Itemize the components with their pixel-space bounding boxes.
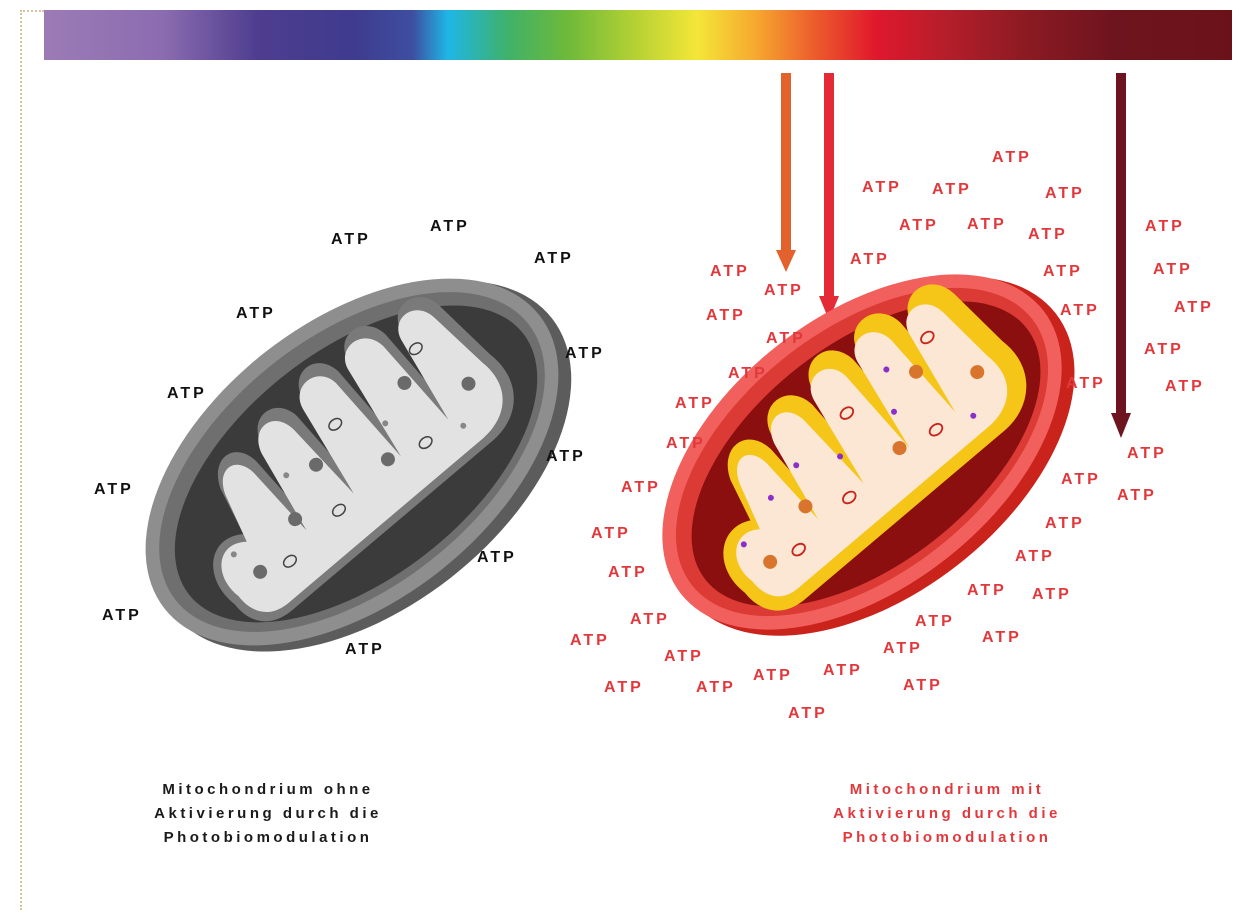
atp-label: ATP	[591, 526, 631, 542]
atp-label: ATP	[1127, 446, 1167, 462]
atp-label: ATP	[1032, 587, 1072, 603]
atp-label: ATP	[675, 396, 715, 412]
atp-label: ATP	[1144, 342, 1184, 358]
atp-label: ATP	[915, 614, 955, 630]
atp-label: ATP	[766, 331, 806, 347]
atp-label: ATP	[728, 366, 768, 382]
atp-label: ATP	[94, 482, 134, 498]
atp-label: ATP	[788, 706, 828, 722]
caption-active: Mitochondrium mit Aktivierung durch die …	[782, 778, 1112, 850]
atp-label: ATP	[565, 346, 605, 362]
atp-label: ATP	[664, 649, 704, 665]
atp-label: ATP	[546, 449, 586, 465]
caption-inactive: Mitochondrium ohne Aktivierung durch die…	[108, 778, 428, 850]
atp-label: ATP	[430, 219, 470, 235]
atp-label: ATP	[883, 641, 923, 657]
atp-label: ATP	[967, 583, 1007, 599]
atp-label: ATP	[1066, 376, 1106, 392]
atp-label: ATP	[1045, 516, 1085, 532]
atp-label: ATP	[823, 663, 863, 679]
atp-label: ATP	[1028, 227, 1068, 243]
atp-label: ATP	[764, 283, 804, 299]
atp-label: ATP	[666, 436, 706, 452]
atp-label: ATP	[706, 308, 746, 324]
atp-label: ATP	[696, 680, 736, 696]
caption-inactive-line1: Mitochondrium ohne	[108, 778, 428, 802]
atp-label: ATP	[621, 480, 661, 496]
atp-label: ATP	[1174, 300, 1214, 316]
atp-label: ATP	[477, 550, 517, 566]
atp-label: ATP	[534, 251, 574, 267]
atp-label: ATP	[992, 150, 1032, 166]
atp-label: ATP	[1153, 262, 1193, 278]
atp-label: ATP	[236, 306, 276, 322]
atp-label: ATP	[604, 680, 644, 696]
caption-active-line2: Aktivierung durch die	[782, 802, 1112, 826]
caption-inactive-line3: Photobiomodulation	[108, 826, 428, 850]
caption-inactive-line2: Aktivierung durch die	[108, 802, 428, 826]
atp-label: ATP	[1061, 472, 1101, 488]
caption-active-line3: Photobiomodulation	[782, 826, 1112, 850]
atp-label: ATP	[932, 182, 972, 198]
atp-label: ATP	[982, 630, 1022, 646]
atp-label: ATP	[710, 264, 750, 280]
atp-label: ATP	[753, 668, 793, 684]
atp-label: ATP	[967, 217, 1007, 233]
atp-label: ATP	[630, 612, 670, 628]
arrow-darkred	[1111, 73, 1131, 438]
atp-label: ATP	[899, 218, 939, 234]
atp-label: ATP	[903, 678, 943, 694]
caption-active-line1: Mitochondrium mit	[782, 778, 1112, 802]
atp-label: ATP	[570, 633, 610, 649]
atp-label: ATP	[1045, 186, 1085, 202]
atp-label: ATP	[102, 608, 142, 624]
atp-label: ATP	[331, 232, 371, 248]
atp-label: ATP	[608, 565, 648, 581]
atp-label: ATP	[167, 386, 207, 402]
atp-label: ATP	[850, 252, 890, 268]
atp-label: ATP	[1145, 219, 1185, 235]
atp-label: ATP	[1043, 264, 1083, 280]
atp-label: ATP	[862, 180, 902, 196]
atp-label: ATP	[345, 642, 385, 658]
atp-label: ATP	[1117, 488, 1157, 504]
arrow-orange	[776, 73, 796, 272]
atp-label: ATP	[1165, 379, 1205, 395]
arrow-red	[819, 73, 839, 320]
atp-label: ATP	[1015, 549, 1055, 565]
atp-label: ATP	[1060, 303, 1100, 319]
